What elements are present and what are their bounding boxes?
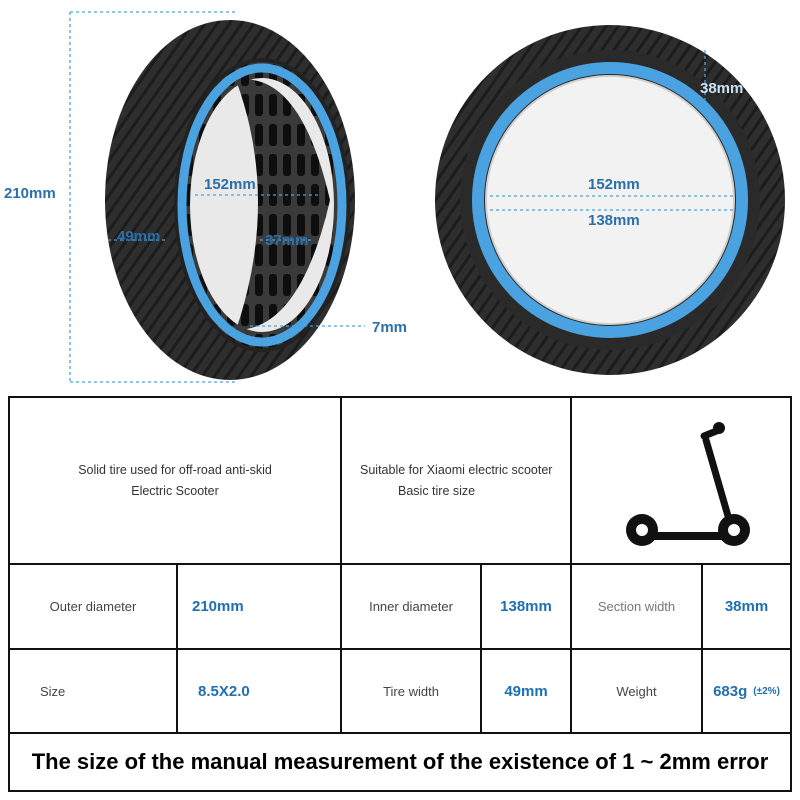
dimension-lines: [69, 11, 735, 383]
outer-diameter-dim-label: 210mm: [4, 185, 56, 202]
size-value: 8.5X2.0: [198, 682, 250, 700]
weight-value-cell: 683g (±2%): [703, 650, 790, 732]
inner-wall-dim-label: 37mm: [265, 232, 309, 249]
description-cell-2: Suitable for Xiaomi electric scooter Bas…: [342, 398, 570, 563]
rim-edge-dim-label: 7mm: [372, 319, 408, 336]
tire-width-label: Tire width: [383, 683, 439, 699]
outer-diameter-value: 210mm: [192, 598, 244, 615]
weight-value: 683g: [713, 682, 748, 700]
description-cell-1: Solid tire used for off-road anti-skid E…: [10, 398, 340, 563]
description-line: Electric Scooter: [131, 483, 219, 498]
scooter-icon: [626, 421, 750, 546]
measurement-error-note: The size of the manual measurement of th…: [31, 749, 769, 774]
side-thickness-dim-label: 38mm: [700, 80, 744, 97]
spec-table: Solid tire used for off-road anti-skid E…: [8, 396, 792, 792]
description-line: Solid tire used for off-road anti-skid: [78, 462, 272, 477]
section-width-label: Section width: [597, 599, 676, 614]
description-line: Suitable for Xiaomi electric scooter: [360, 462, 553, 477]
right-outer-dim-label: 152mm: [588, 176, 640, 193]
weight-tolerance: (±2%): [753, 685, 780, 697]
inner-width-dim-label: 152mm: [204, 176, 256, 193]
section-width-value: 38mm: [724, 598, 769, 615]
description-line: Basic tire size: [398, 483, 476, 498]
inner-diameter-label: Inner diameter: [369, 599, 453, 614]
right-tire: [435, 25, 785, 375]
outer-diameter-label: Outer diameter: [49, 599, 137, 614]
left-tire: [105, 20, 355, 380]
tread-width-dim-label: 49mm: [117, 228, 161, 245]
size-label: Size: [40, 683, 66, 699]
inner-diameter-value: 138mm: [500, 598, 552, 615]
right-inner-dim-label: 138mm: [588, 212, 640, 229]
tire-illustration: [69, 11, 785, 383]
product-photo: [0, 0, 800, 392]
scooter-icon-cell: [572, 398, 790, 563]
tire-width-value: 49mm: [504, 682, 548, 700]
weight-label: Weight: [616, 683, 657, 699]
